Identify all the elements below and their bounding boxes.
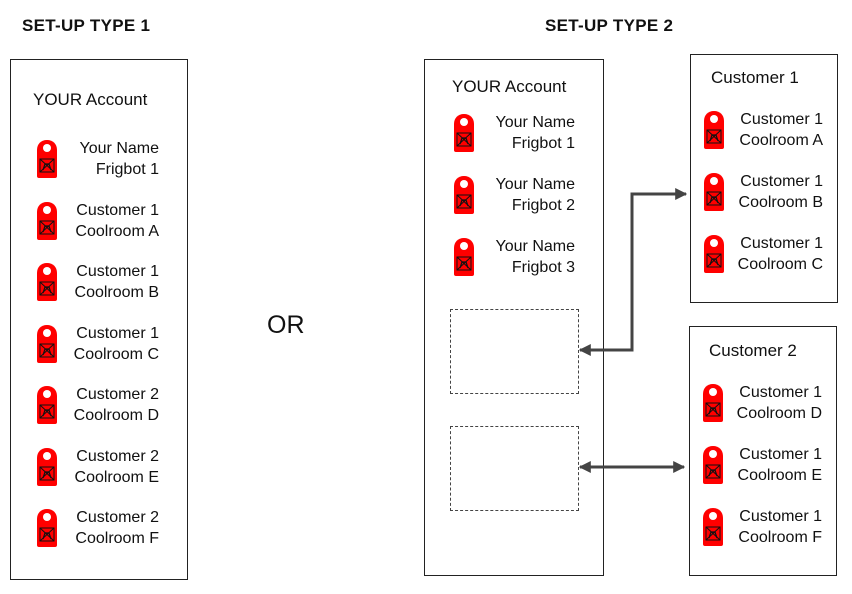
frigbot-label: Customer 1 Coolroom E bbox=[738, 444, 822, 486]
frigbot-label-line2: Coolroom B bbox=[74, 284, 159, 301]
frigbot-tag-icon bbox=[36, 263, 58, 301]
frigbot-label-line1: Customer 2 bbox=[76, 447, 159, 465]
frigbot-label-line1: Customer 1 bbox=[740, 111, 823, 128]
frigbot-label: Customer 2 Coolroom F bbox=[75, 507, 159, 549]
frigbot-label-line1: Customer 2 bbox=[76, 386, 159, 403]
frigbot-label-line1: Customer 1 bbox=[740, 173, 823, 190]
frigbot-tag-icon bbox=[702, 508, 724, 546]
frigbot-label-line1: Customer 1 bbox=[739, 508, 822, 525]
frigbot-list-item: Customer 1 Coolroom D bbox=[702, 382, 822, 424]
frigbot-list-item: Customer 1 Coolroom A bbox=[703, 109, 823, 151]
frigbot-label-line1: Your Name bbox=[495, 114, 575, 131]
frigbot-label-line2: Coolroom E bbox=[74, 468, 159, 486]
frigbot-label: Customer 1 Coolroom B bbox=[739, 171, 823, 213]
frigbot-list-item: Customer 1 Coolroom F bbox=[702, 506, 822, 548]
setup-type-1-heading: SET-UP TYPE 1 bbox=[22, 16, 151, 35]
frigbot-label-line1: Your Name bbox=[79, 140, 159, 157]
frigbot-label-line1: Customer 1 bbox=[740, 235, 823, 252]
frigbot-label: Customer 1 Coolroom B bbox=[75, 261, 159, 303]
frigbot-label-line2: Frigbot 1 bbox=[95, 161, 159, 178]
frigbot-label-line2: Coolroom B bbox=[738, 194, 823, 211]
frigbot-tag-icon bbox=[36, 386, 58, 424]
frigbot-label-line2: Coolroom F bbox=[75, 530, 159, 547]
frigbot-label-line1: Customer 1 bbox=[739, 446, 822, 463]
frigbot-label-line1: Customer 1 bbox=[76, 263, 159, 280]
frigbot-label-line2: Coolroom C bbox=[737, 256, 823, 273]
frigbot-label: Customer 2 Coolroom D bbox=[74, 384, 159, 426]
frigbot-tag-icon bbox=[703, 235, 725, 273]
frigbot-tag-icon bbox=[36, 201, 58, 240]
frigbot-label-line1: Customer 2 bbox=[76, 509, 159, 526]
frigbot-tag-icon bbox=[453, 238, 475, 276]
frigbot-label-line2: Coolroom E bbox=[737, 467, 822, 484]
frigbot-list-item: Customer 1 Coolroom A bbox=[36, 200, 159, 242]
frigbot-label-line1: Customer 1 bbox=[76, 201, 159, 219]
frigbot-list-item: Customer 1 Coolroom C bbox=[703, 233, 823, 275]
frigbot-label-line2: Frigbot 2 bbox=[511, 197, 575, 214]
frigbot-tag-icon bbox=[703, 111, 725, 149]
frigbot-label: Customer 1 Coolroom A bbox=[739, 109, 823, 151]
frigbot-tag-icon bbox=[36, 140, 58, 178]
frigbot-label-line2: Coolroom D bbox=[73, 407, 159, 424]
or-label: OR bbox=[267, 311, 305, 339]
frigbot-label-line2: Coolroom C bbox=[73, 345, 159, 363]
frigbot-tag-icon bbox=[702, 446, 724, 484]
frigbot-label-line2: Frigbot 3 bbox=[511, 259, 575, 276]
frigbot-label-line2: Coolroom D bbox=[736, 405, 822, 422]
linked-account-slot-2 bbox=[450, 426, 579, 511]
frigbot-label-line2: Coolroom F bbox=[738, 529, 822, 546]
frigbot-label-line1: Customer 1 bbox=[739, 384, 822, 401]
frigbot-tag-icon bbox=[702, 384, 724, 422]
linked-account-slot-1 bbox=[450, 309, 579, 394]
setup2-account-title: YOUR Account bbox=[452, 77, 567, 96]
frigbot-list-item: Customer 2 Coolroom E bbox=[36, 446, 159, 488]
frigbot-list-item: Customer 1 Coolroom B bbox=[703, 171, 823, 213]
frigbot-tag-icon bbox=[36, 509, 58, 547]
frigbot-list-item: Customer 1 Coolroom E bbox=[702, 444, 822, 486]
frigbot-label: Customer 1 Coolroom C bbox=[738, 233, 823, 275]
frigbot-label: Customer 1 Coolroom C bbox=[74, 323, 159, 365]
frigbot-label-line2: Coolroom A bbox=[75, 222, 159, 240]
frigbot-label: Customer 1 Coolroom D bbox=[737, 382, 822, 424]
frigbot-list-item: Customer 1 Coolroom C bbox=[36, 323, 159, 365]
frigbot-tag-icon bbox=[453, 114, 475, 152]
frigbot-tag-icon bbox=[703, 173, 725, 211]
frigbot-label: Customer 2 Coolroom E bbox=[75, 446, 159, 488]
frigbot-label-line1: Your Name bbox=[495, 238, 575, 255]
customer2-title: Customer 2 bbox=[709, 341, 797, 360]
frigbot-label-line1: Your Name bbox=[495, 176, 575, 193]
frigbot-label: Customer 1 Coolroom F bbox=[738, 506, 822, 548]
frigbot-label-line2: Frigbot 1 bbox=[511, 135, 575, 152]
frigbot-list-item: Customer 2 Coolroom F bbox=[36, 507, 159, 549]
frigbot-label-line2: Coolroom A bbox=[739, 132, 823, 149]
frigbot-label: Customer 1 Coolroom A bbox=[75, 200, 159, 242]
frigbot-tag-icon bbox=[36, 324, 58, 363]
setup-type-2-heading: SET-UP TYPE 2 bbox=[545, 16, 674, 35]
frigbot-label-line1: Customer 1 bbox=[76, 324, 159, 342]
frigbot-list-item: Customer 1 Coolroom B bbox=[36, 261, 159, 303]
frigbot-tag-icon bbox=[36, 447, 58, 486]
setup1-account-title: YOUR Account bbox=[33, 90, 148, 109]
customer1-title: Customer 1 bbox=[711, 68, 799, 87]
frigbot-list-item: Customer 2 Coolroom D bbox=[36, 384, 159, 426]
frigbot-tag-icon bbox=[453, 176, 475, 214]
